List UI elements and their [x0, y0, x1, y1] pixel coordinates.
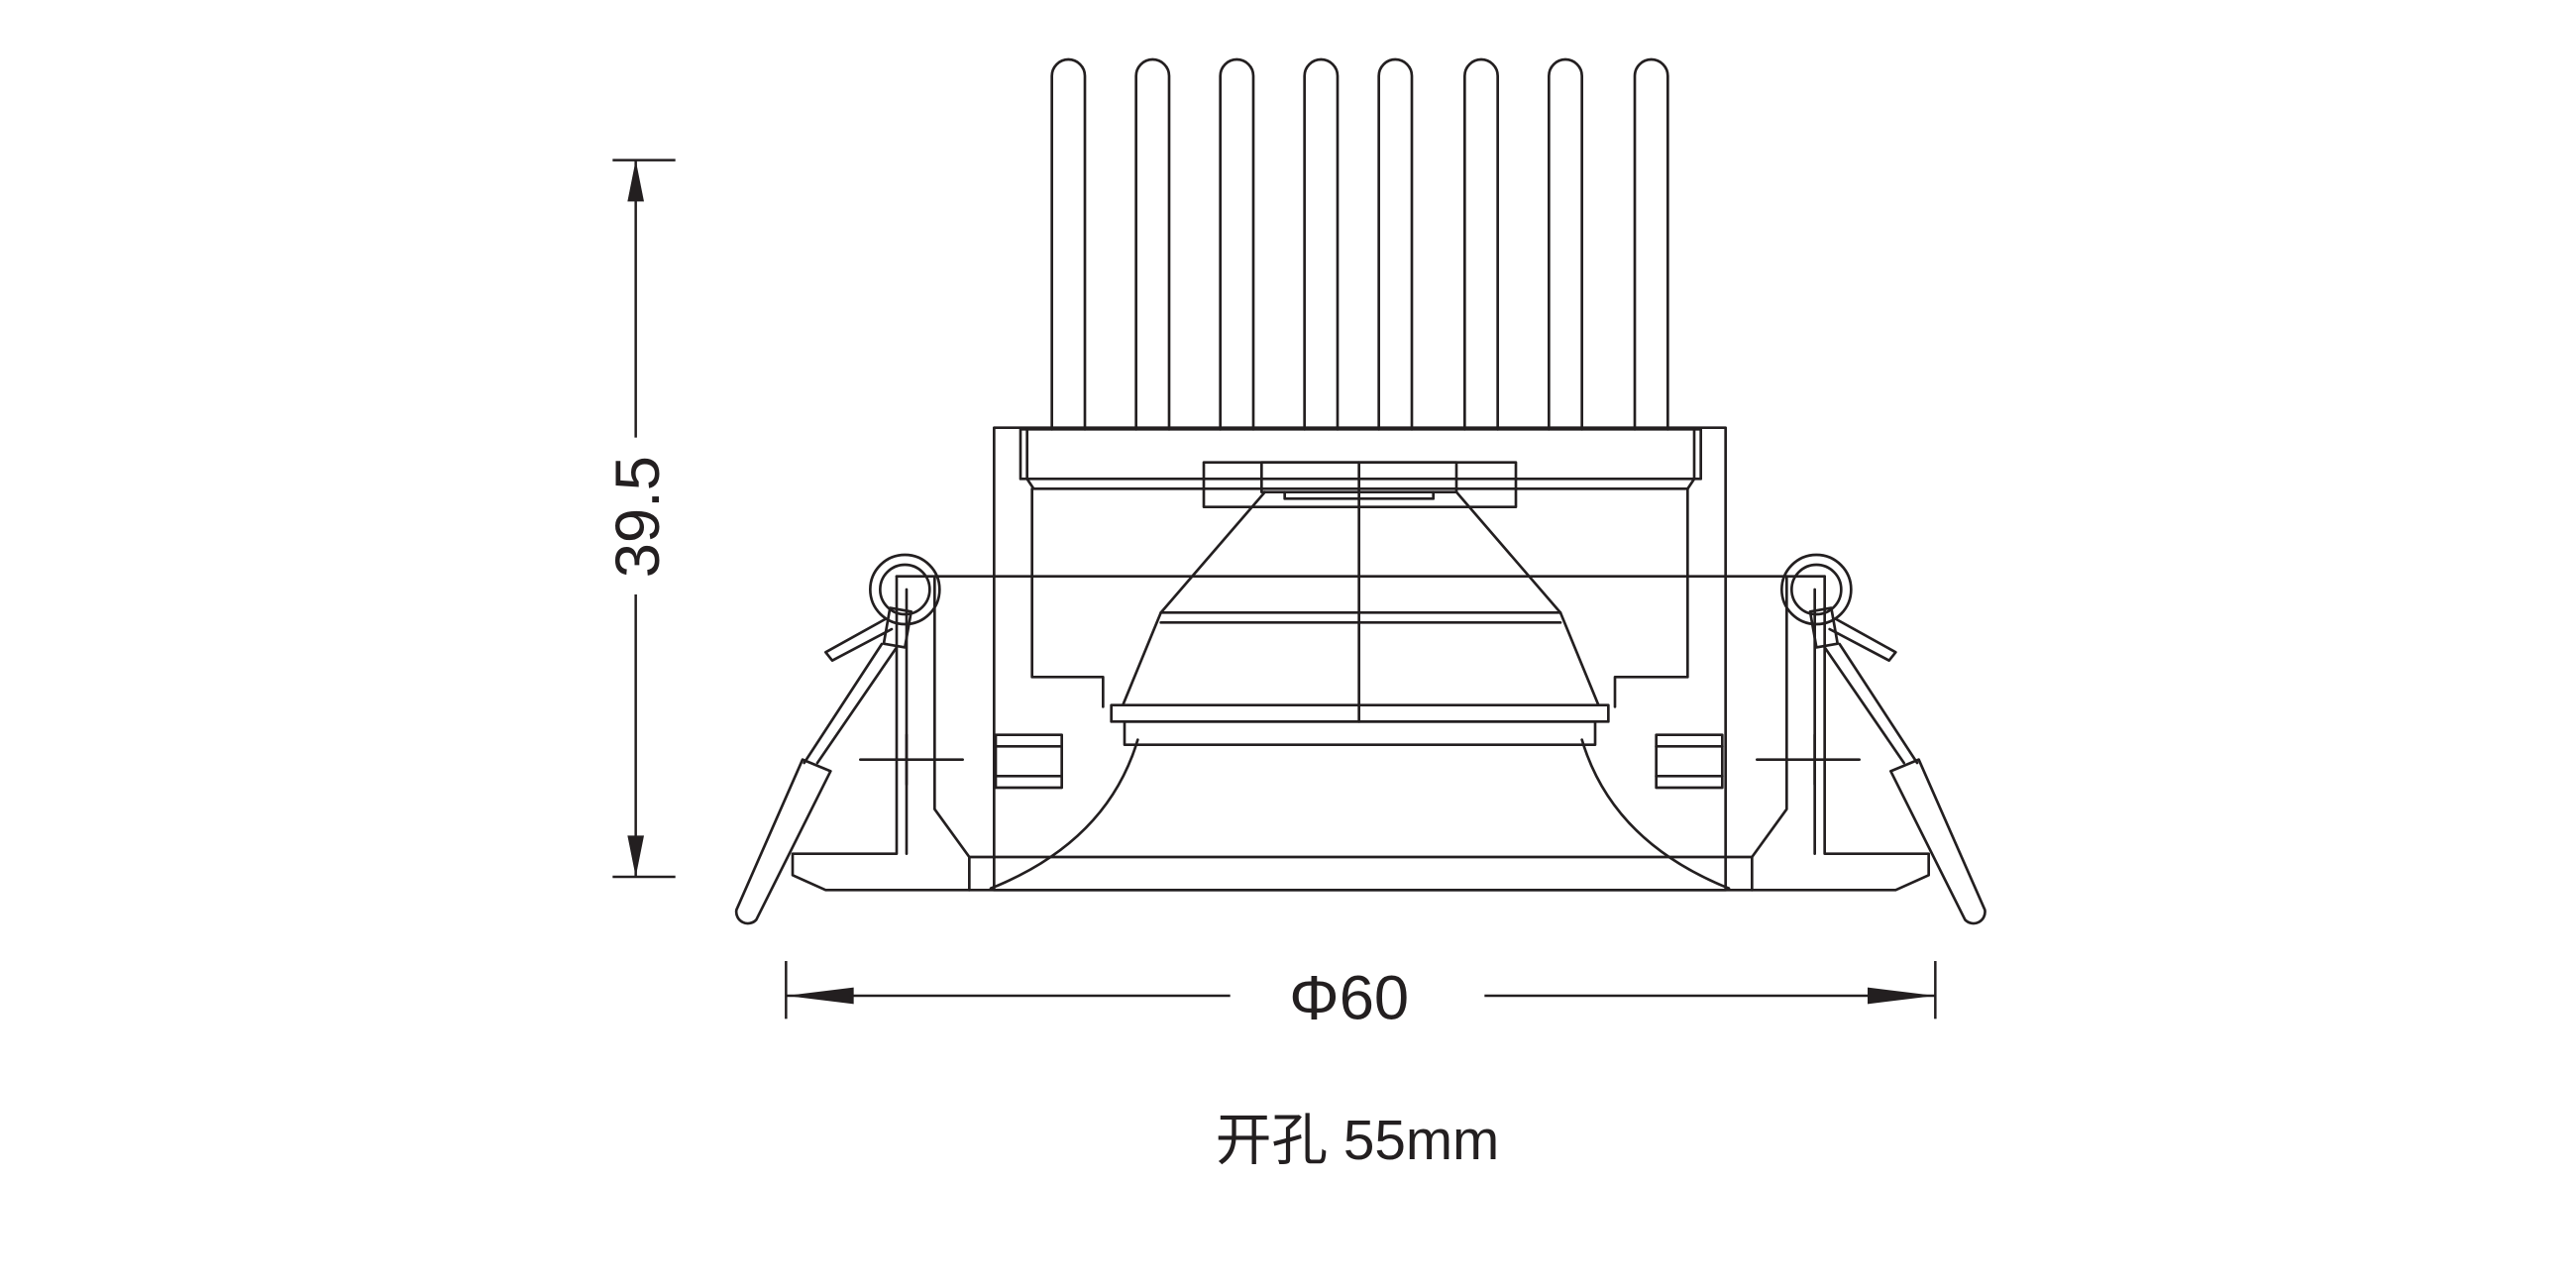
cutout-size-label: 开孔 55mm	[1216, 1110, 1499, 1172]
screw-center-left	[859, 733, 965, 787]
heatsink-fin	[1633, 57, 1669, 431]
led-reflector	[1110, 461, 1610, 746]
bezel-left	[791, 575, 1930, 892]
heatsink-fin	[1219, 57, 1255, 431]
screw-center-right	[1756, 733, 1861, 787]
reflector-cone	[1122, 490, 1600, 707]
bezel-step-right	[1751, 575, 1788, 892]
bezel-curve-left	[989, 738, 1139, 891]
spring-clip-right	[1780, 553, 1986, 925]
heatsink-fins	[1050, 57, 1669, 431]
screw-slot-left	[994, 733, 1064, 790]
spring-coil-left	[869, 553, 941, 626]
spring-clip-left	[734, 553, 941, 925]
screw-slot-right	[1655, 733, 1724, 790]
height-arrow-up	[627, 160, 644, 202]
heatsink-fin	[1377, 57, 1414, 431]
screw-slots	[859, 733, 1861, 790]
spring-coil-right	[1780, 553, 1853, 626]
heatsink-fin	[1548, 57, 1583, 431]
height-dimension	[612, 159, 676, 879]
bezel-step-left	[933, 575, 971, 892]
diameter-arrow-right	[1868, 987, 1936, 1005]
diameter-dimension-label: Φ60	[1289, 963, 1409, 1032]
heatsink-fin	[1463, 57, 1499, 431]
heatsink-fin	[1050, 57, 1087, 431]
housing-inner-step	[1030, 487, 1689, 708]
bezel-curve-right	[1580, 738, 1731, 891]
diameter-arrow-left	[786, 987, 854, 1005]
lens-ring-lower	[1123, 720, 1597, 746]
spring-arm-left	[734, 758, 832, 925]
height-dimension-label: 39.5	[603, 456, 673, 578]
height-arrow-down	[627, 835, 644, 877]
heatsink-fin	[1134, 57, 1171, 431]
diameter-dimension	[785, 961, 1937, 1020]
heatsink-fin	[1303, 57, 1340, 431]
spring-arm-right	[1889, 758, 1986, 925]
housing-top-plate	[1019, 428, 1702, 490]
trim-bezel	[791, 575, 1930, 892]
